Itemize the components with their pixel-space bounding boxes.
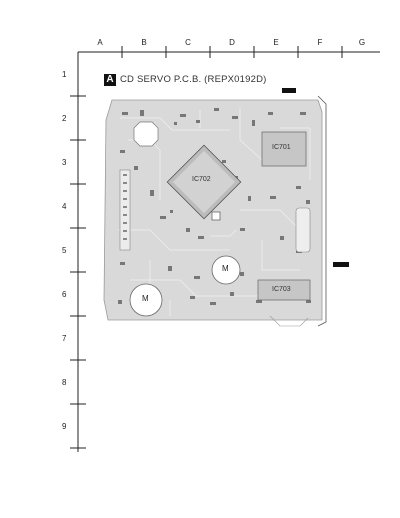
section-badge: A <box>104 74 116 86</box>
motor-left-label: M <box>142 294 149 303</box>
row-label-7: 7 <box>62 334 67 343</box>
column-label-e: E <box>273 38 279 47</box>
row-label-6: 6 <box>62 290 67 299</box>
row-label-4: 4 <box>62 202 67 211</box>
connector-tag-top <box>282 88 296 93</box>
column-label-b: B <box>141 38 147 47</box>
column-label-c: C <box>185 38 191 47</box>
ic703-label: IC703 <box>272 286 291 293</box>
board-title: CD SERVO P.C.B. (REPX0192D) <box>120 74 267 85</box>
column-label-d: D <box>229 38 235 47</box>
row-label-2: 2 <box>62 114 67 123</box>
connector-tag-right <box>333 262 349 267</box>
row-label-3: 3 <box>62 158 67 167</box>
row-label-5: 5 <box>62 246 67 255</box>
column-label-f: F <box>317 38 323 47</box>
column-label-a: A <box>97 38 103 47</box>
ic701-label: IC701 <box>272 144 291 151</box>
motor-center-label: M <box>222 264 229 273</box>
row-label-1: 1 <box>62 70 67 79</box>
ic702-label: IC702 <box>192 176 211 183</box>
row-label-9: 9 <box>62 422 67 431</box>
row-label-8: 8 <box>62 378 67 387</box>
column-label-g: G <box>358 38 366 47</box>
